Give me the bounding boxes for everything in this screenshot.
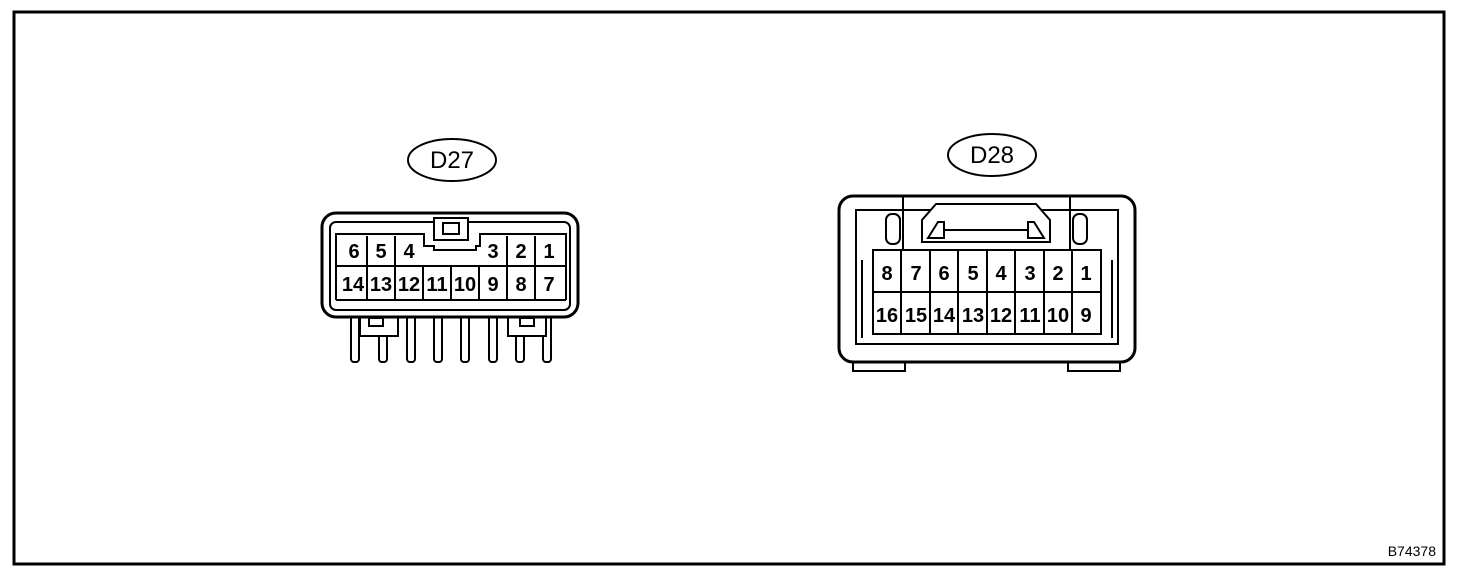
d28-col-dividers xyxy=(900,250,1073,334)
d27-label: D27 xyxy=(430,147,474,174)
d28-pin-9: 9 xyxy=(1080,305,1091,327)
d27-pin-6: 6 xyxy=(348,241,359,263)
d27-right-boss-slot xyxy=(519,317,535,327)
d27-pin-numbers: 6 5 4 3 2 1 14 13 12 11 10 9 8 7 xyxy=(342,241,555,296)
d27-pin-13: 13 xyxy=(370,274,392,296)
d28-pin-8: 8 xyxy=(881,263,892,285)
d28-housing-inner xyxy=(855,209,1119,345)
figure-code: B74378 xyxy=(1388,543,1436,559)
d28-pin-15: 15 xyxy=(905,305,927,327)
d27-pin-5: 5 xyxy=(375,241,386,263)
d27-latch-window xyxy=(442,222,460,235)
d27-pin-9: 9 xyxy=(487,274,498,296)
d28-right-guide xyxy=(1072,213,1088,245)
d27-pin-11: 11 xyxy=(426,274,447,296)
d27-top-dividers xyxy=(366,236,536,266)
d28-pin-10: 10 xyxy=(1047,305,1069,327)
d27-bottom-dividers xyxy=(366,266,536,300)
d28-pin-6: 6 xyxy=(938,263,949,285)
d28-pin-12: 12 xyxy=(990,305,1012,327)
d27-pin-3: 3 xyxy=(487,241,498,263)
d27-pin-12: 12 xyxy=(398,274,420,296)
d28-pin-1: 1 xyxy=(1080,263,1091,285)
d28-pin-11: 11 xyxy=(1019,305,1040,327)
d28-pin-numbers: 8 7 6 5 4 3 2 1 16 15 14 13 12 11 10 9 xyxy=(876,263,1092,327)
d28-pin-5: 5 xyxy=(967,263,978,285)
d27-label-ellipse xyxy=(407,138,497,182)
d28-pin-16: 16 xyxy=(876,305,898,327)
d27-pin-7: 7 xyxy=(543,274,554,296)
d28-pin-14: 14 xyxy=(933,305,956,327)
d28-latch-walls xyxy=(902,196,1071,250)
d28-left-guide xyxy=(885,213,901,245)
d28-label-ellipse xyxy=(947,133,1037,177)
d27-pin-14: 14 xyxy=(342,274,365,296)
d28-label: D28 xyxy=(970,142,1014,169)
d28-latch xyxy=(921,203,1051,243)
d28-pin-2: 2 xyxy=(1052,263,1063,285)
d27-pin-8: 8 xyxy=(515,274,526,296)
d27-left-boss-slot xyxy=(368,317,384,327)
d27-cavity-outline xyxy=(335,233,567,300)
d28-pin-13: 13 xyxy=(962,305,984,327)
d28-latch-left-tab xyxy=(926,221,945,239)
d28-pin-3: 3 xyxy=(1024,263,1035,285)
d27-pin-2: 2 xyxy=(515,241,526,263)
connector-d28: D28 8 7 6 xyxy=(837,133,1137,372)
figure-frame xyxy=(12,10,1446,566)
d27-pin-4: 4 xyxy=(403,241,415,263)
d27-pin-10: 10 xyxy=(454,274,476,296)
d28-latch-right-tab xyxy=(1027,221,1046,239)
connector-d27: D27 xyxy=(320,138,580,363)
d27-pin-1: 1 xyxy=(543,241,554,263)
d28-pin-4: 4 xyxy=(995,263,1007,285)
d28-pin-7: 7 xyxy=(910,263,921,285)
